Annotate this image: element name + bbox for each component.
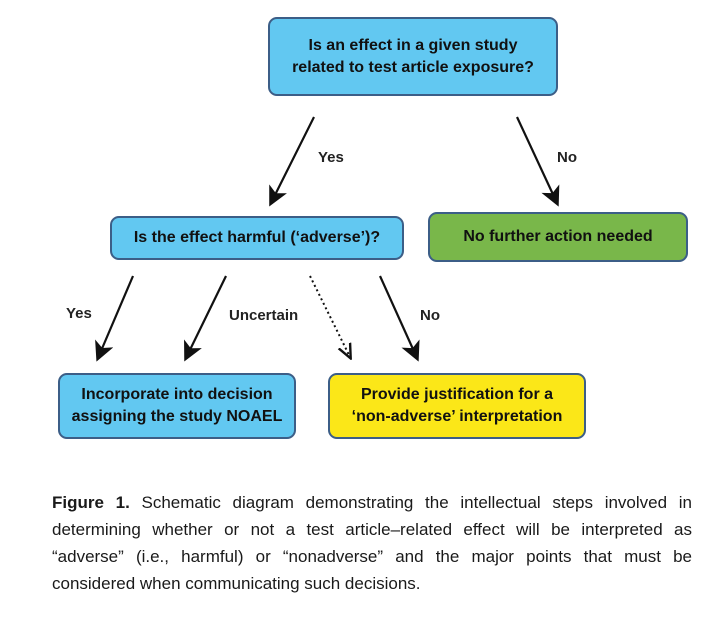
flow-arrows bbox=[95, 116, 560, 362]
arrow-uncertain bbox=[184, 275, 227, 362]
arrow-yes-left bbox=[95, 275, 135, 362]
edge-label-yes-left: Yes bbox=[66, 305, 92, 322]
question-related-line-2: related to test article exposure? bbox=[292, 58, 534, 76]
justification-box: Provide justification for a ‘non-adverse… bbox=[328, 373, 586, 439]
incorporate-line-2: assigning the study NOAEL bbox=[71, 408, 283, 425]
figure-caption: Figure 1. Schematic diagram demonstratin… bbox=[52, 489, 692, 597]
incorporate-line-1: Incorporate into decision bbox=[81, 386, 273, 403]
edge-label-uncertain: Uncertain bbox=[229, 307, 299, 324]
arrow-no-right bbox=[378, 275, 420, 362]
figure-caption-text: Schematic diagram demonstrating the inte… bbox=[52, 493, 692, 593]
arrow-uncertain-dotted bbox=[309, 275, 350, 357]
flowchart: Is an effect in a given study related to… bbox=[58, 17, 688, 439]
figure-label: Figure 1. bbox=[52, 493, 130, 512]
question-related-box: Is an effect in a given study related to… bbox=[268, 17, 558, 96]
question-harmful-text: Is the effect harmful (‘adverse’)? bbox=[133, 229, 381, 246]
incorporate-noael-box: Incorporate into decision assigning the … bbox=[58, 373, 296, 439]
edge-label-no-top: No bbox=[557, 149, 577, 166]
justification-line-1: Provide justification for a bbox=[360, 386, 554, 403]
arrow-yes-top bbox=[269, 116, 315, 207]
edge-label-yes-top: Yes bbox=[318, 149, 344, 166]
edge-label-no-right: No bbox=[420, 307, 440, 324]
justification-line-2: ‘non-adverse’ interpretation bbox=[351, 408, 563, 425]
question-harmful-box: Is the effect harmful (‘adverse’)? bbox=[110, 216, 404, 260]
question-related-line-1: Is an effect in a given study bbox=[308, 36, 518, 54]
no-further-action-box: No further action needed bbox=[428, 212, 688, 262]
no-further-action-text: No further action needed bbox=[463, 228, 653, 245]
arrow-no-top bbox=[516, 116, 560, 207]
